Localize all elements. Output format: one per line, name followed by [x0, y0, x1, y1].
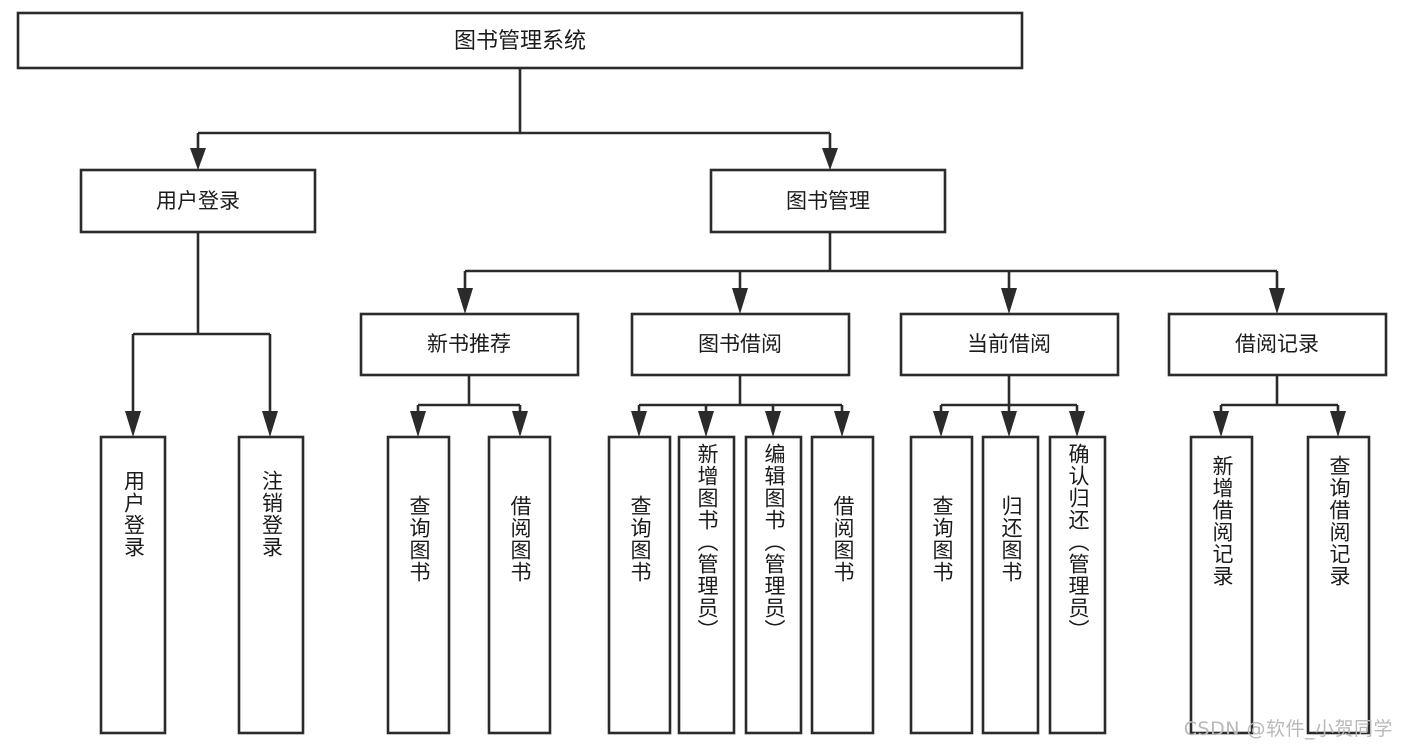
- node-book-borrow[interactable]: 图书借阅: [630, 312, 851, 377]
- node-current-borrow-box[interactable]: [899, 312, 1120, 377]
- leaf-user-login-box[interactable]: [99, 435, 167, 735]
- arrow-head-borrow-record: [1269, 288, 1285, 314]
- connector-group-root: [190, 68, 838, 170]
- node-book-management-label: 图书管理: [786, 189, 870, 213]
- arrow-head-leaf-return-book: [1001, 411, 1017, 437]
- node-new-book-recommend-label: 新书推荐: [427, 332, 511, 356]
- node-book-management-box[interactable]: [709, 168, 947, 234]
- node-root[interactable]: 图书管理系统: [16, 11, 1024, 70]
- node-new-book-recommend-box[interactable]: [359, 312, 580, 377]
- leaf-logout-box[interactable]: [237, 435, 305, 735]
- arrow-head-leaf-query-book-3: [933, 411, 949, 437]
- node-borrow-record[interactable]: 借阅记录: [1167, 312, 1388, 377]
- arrow-head-leaf-add-record: [1213, 411, 1229, 437]
- arrow-head-leaf-user-login: [125, 411, 141, 437]
- leaf-borrow-book-2-box[interactable]: [810, 435, 875, 735]
- arrow-head-leaf-logout: [262, 411, 278, 437]
- node-book-borrow-box[interactable]: [630, 312, 851, 377]
- node-user-login[interactable]: 用户登录: [79, 168, 317, 234]
- arrow-head-leaf-edit-book: [765, 411, 781, 437]
- leaf-add-record-box[interactable]: [1189, 435, 1254, 735]
- connector-group-book-management: [457, 232, 1285, 314]
- node-user-login-box[interactable]: [79, 168, 317, 234]
- arrow-head-current-borrow: [1001, 288, 1017, 314]
- node-root-box[interactable]: [16, 11, 1024, 70]
- node-borrow-record-label: 借阅记录: [1235, 332, 1319, 356]
- leaf-confirm-return-box[interactable]: [1048, 435, 1107, 735]
- csdn-watermark: CSDN @软件_小贺同学: [1183, 718, 1393, 740]
- arrow-head-leaf-query-book-1: [410, 411, 426, 437]
- arrow-head-new-book-recommend: [457, 288, 473, 314]
- connector-group-current-borrow: [933, 375, 1085, 437]
- connector-group-user-login: [125, 232, 278, 437]
- arrow-head-leaf-borrow-book-1: [512, 411, 528, 437]
- arrow-head-book-management: [822, 148, 838, 170]
- node-book-management[interactable]: 图书管理: [709, 168, 947, 234]
- arrow-head-leaf-confirm-return: [1069, 411, 1085, 437]
- node-root-label: 图书管理系统: [454, 29, 586, 54]
- node-current-borrow[interactable]: 当前借阅: [899, 312, 1120, 377]
- arrow-head-leaf-add-book: [698, 411, 714, 437]
- arrow-head-leaf-query-book-2: [631, 411, 647, 437]
- leaf-boxes-group: [99, 435, 1371, 735]
- arrow-head-book-borrow: [732, 288, 748, 314]
- leaf-query-book-3-box[interactable]: [909, 435, 974, 735]
- node-book-borrow-label: 图书借阅: [698, 332, 782, 356]
- leaf-edit-book-box[interactable]: [744, 435, 803, 735]
- leaf-query-book-1-box[interactable]: [386, 435, 451, 735]
- node-borrow-record-box[interactable]: [1167, 312, 1388, 377]
- leaf-add-book-box[interactable]: [677, 435, 736, 735]
- node-new-book-recommend[interactable]: 新书推荐: [359, 312, 580, 377]
- arrow-head-leaf-query-record: [1330, 411, 1346, 437]
- connector-group-new-book-recommend: [410, 375, 528, 437]
- connector-group-borrow-record: [1213, 375, 1346, 437]
- arrow-head-leaf-borrow-book-2: [834, 411, 850, 437]
- leaf-return-book-box[interactable]: [981, 435, 1040, 735]
- connector-group-book-borrow: [631, 375, 850, 437]
- leaf-query-record-box[interactable]: [1306, 435, 1371, 735]
- leaf-borrow-book-1-box[interactable]: [487, 435, 552, 735]
- node-current-borrow-label: 当前借阅: [967, 332, 1051, 356]
- node-user-login-label: 用户登录: [156, 189, 240, 213]
- leaf-query-book-2-box[interactable]: [607, 435, 672, 735]
- arrow-head-user-login: [190, 148, 206, 170]
